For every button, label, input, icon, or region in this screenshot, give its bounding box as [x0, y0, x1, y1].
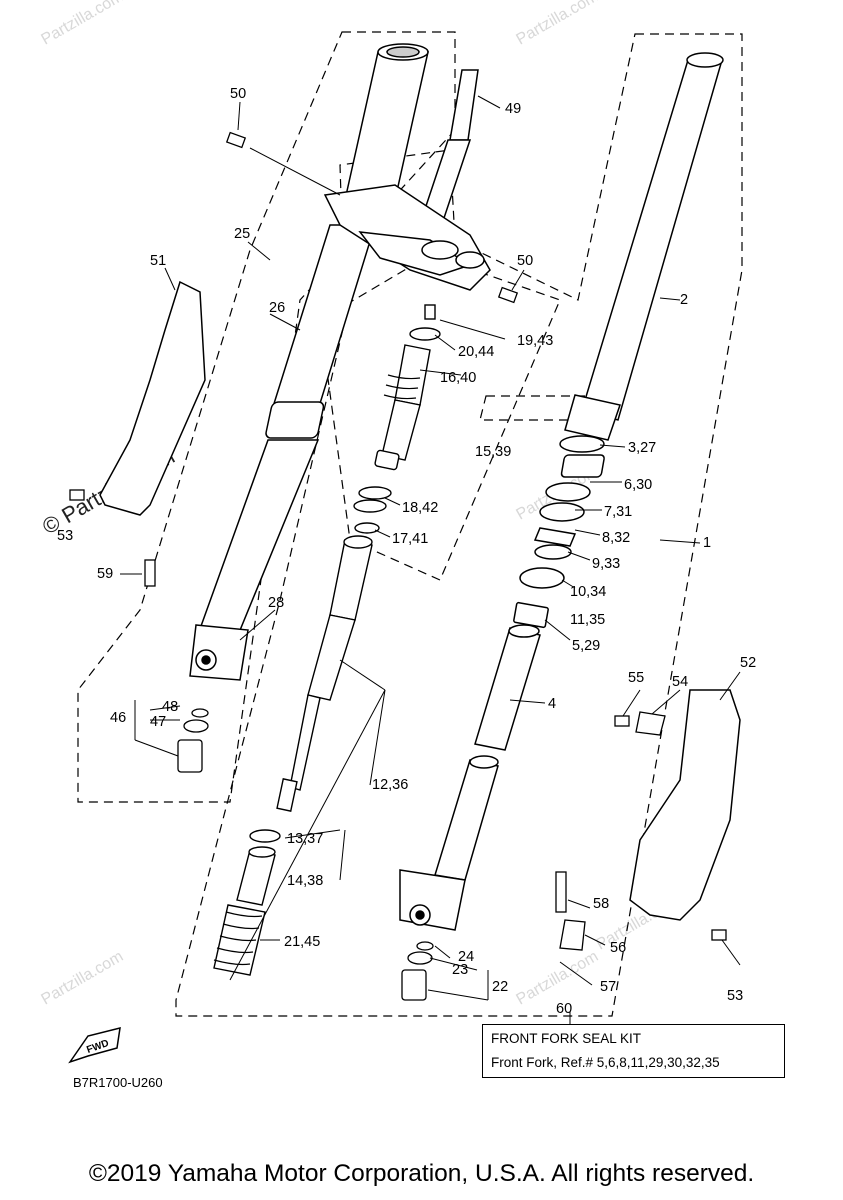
- callout: 58: [593, 896, 609, 912]
- right-fork: [399, 52, 724, 931]
- callout: 20,44: [458, 344, 494, 360]
- callout: 2: [680, 292, 688, 308]
- watermark: Partzilla.com: [39, 948, 127, 1009]
- callout: 7,31: [604, 504, 632, 520]
- callout: 23: [452, 962, 468, 978]
- triple-clamp: [323, 69, 491, 291]
- seal-kit-title: FRONT FORK SEAL KIT: [491, 1031, 642, 1046]
- callout: 8,32: [602, 530, 630, 546]
- callout: 53: [727, 988, 743, 1004]
- left-fork: [189, 43, 429, 681]
- callout: 13,37: [287, 831, 323, 847]
- callout: 11,35: [570, 612, 605, 628]
- callout: 50: [230, 86, 246, 102]
- callout: 49: [505, 101, 521, 117]
- callout: 53: [57, 528, 73, 544]
- callout: 18,42: [402, 500, 438, 516]
- callout: 10,34: [570, 584, 606, 600]
- callout: 56: [610, 940, 626, 956]
- watermark: Partzilla.com: [514, 0, 602, 48]
- callout: 21,45: [284, 934, 320, 950]
- callout: 52: [740, 655, 756, 671]
- hardware: [69, 131, 727, 1001]
- spring-coils: [213, 374, 421, 966]
- callout: 51: [150, 253, 166, 269]
- callout: 15,39: [475, 444, 511, 460]
- callout-labels: 1 2 3,27 4 5,29 6,30 7,31 8,32 9,33 10,3…: [57, 86, 756, 1017]
- callout: 16,40: [440, 370, 476, 386]
- watermark: Partzilla.com: [514, 948, 602, 1009]
- callout: 22: [492, 979, 508, 995]
- fork-guards: [99, 280, 741, 921]
- seal-kit-box: FRONT FORK SEAL KIT Front Fork, Ref.# 5,…: [482, 1024, 785, 1078]
- callout: 55: [628, 670, 644, 686]
- leader-lines: [120, 95, 741, 1024]
- diagram-code: B7R1700-U260: [73, 1075, 163, 1090]
- callout: 28: [268, 595, 284, 611]
- fwd-arrow-icon: FWD: [68, 1026, 121, 1064]
- callout: 60: [556, 1001, 572, 1017]
- callout: 25: [234, 226, 250, 242]
- callout: 50: [517, 253, 533, 269]
- callout: 4: [548, 696, 556, 712]
- copyright-footer: ©2019 Yamaha Motor Corporation, U.S.A. A…: [88, 1160, 755, 1187]
- callout: 14,38: [287, 873, 323, 889]
- callout: 59: [97, 566, 113, 582]
- callout: 17,41: [392, 531, 428, 547]
- callout: 6,30: [624, 477, 652, 493]
- callout: 47: [150, 714, 166, 730]
- callout: 24: [458, 949, 474, 965]
- callout: 1: [703, 535, 711, 551]
- callout: 54: [672, 674, 688, 690]
- callout: 12,36: [372, 777, 408, 793]
- callout: 48: [162, 699, 178, 715]
- callout: 46: [110, 710, 126, 726]
- callout: 57: [600, 979, 616, 995]
- callout: 9,33: [592, 556, 620, 572]
- callout: 19,43: [517, 333, 553, 349]
- seal-kit-description: Front Fork, Ref.# 5,6,8,11,29,30,32,35: [491, 1055, 720, 1070]
- callout: 3,27: [628, 440, 656, 456]
- callout: 5,29: [572, 638, 600, 654]
- callout: 26: [269, 300, 285, 316]
- watermark: Partzilla.com: [39, 0, 127, 48]
